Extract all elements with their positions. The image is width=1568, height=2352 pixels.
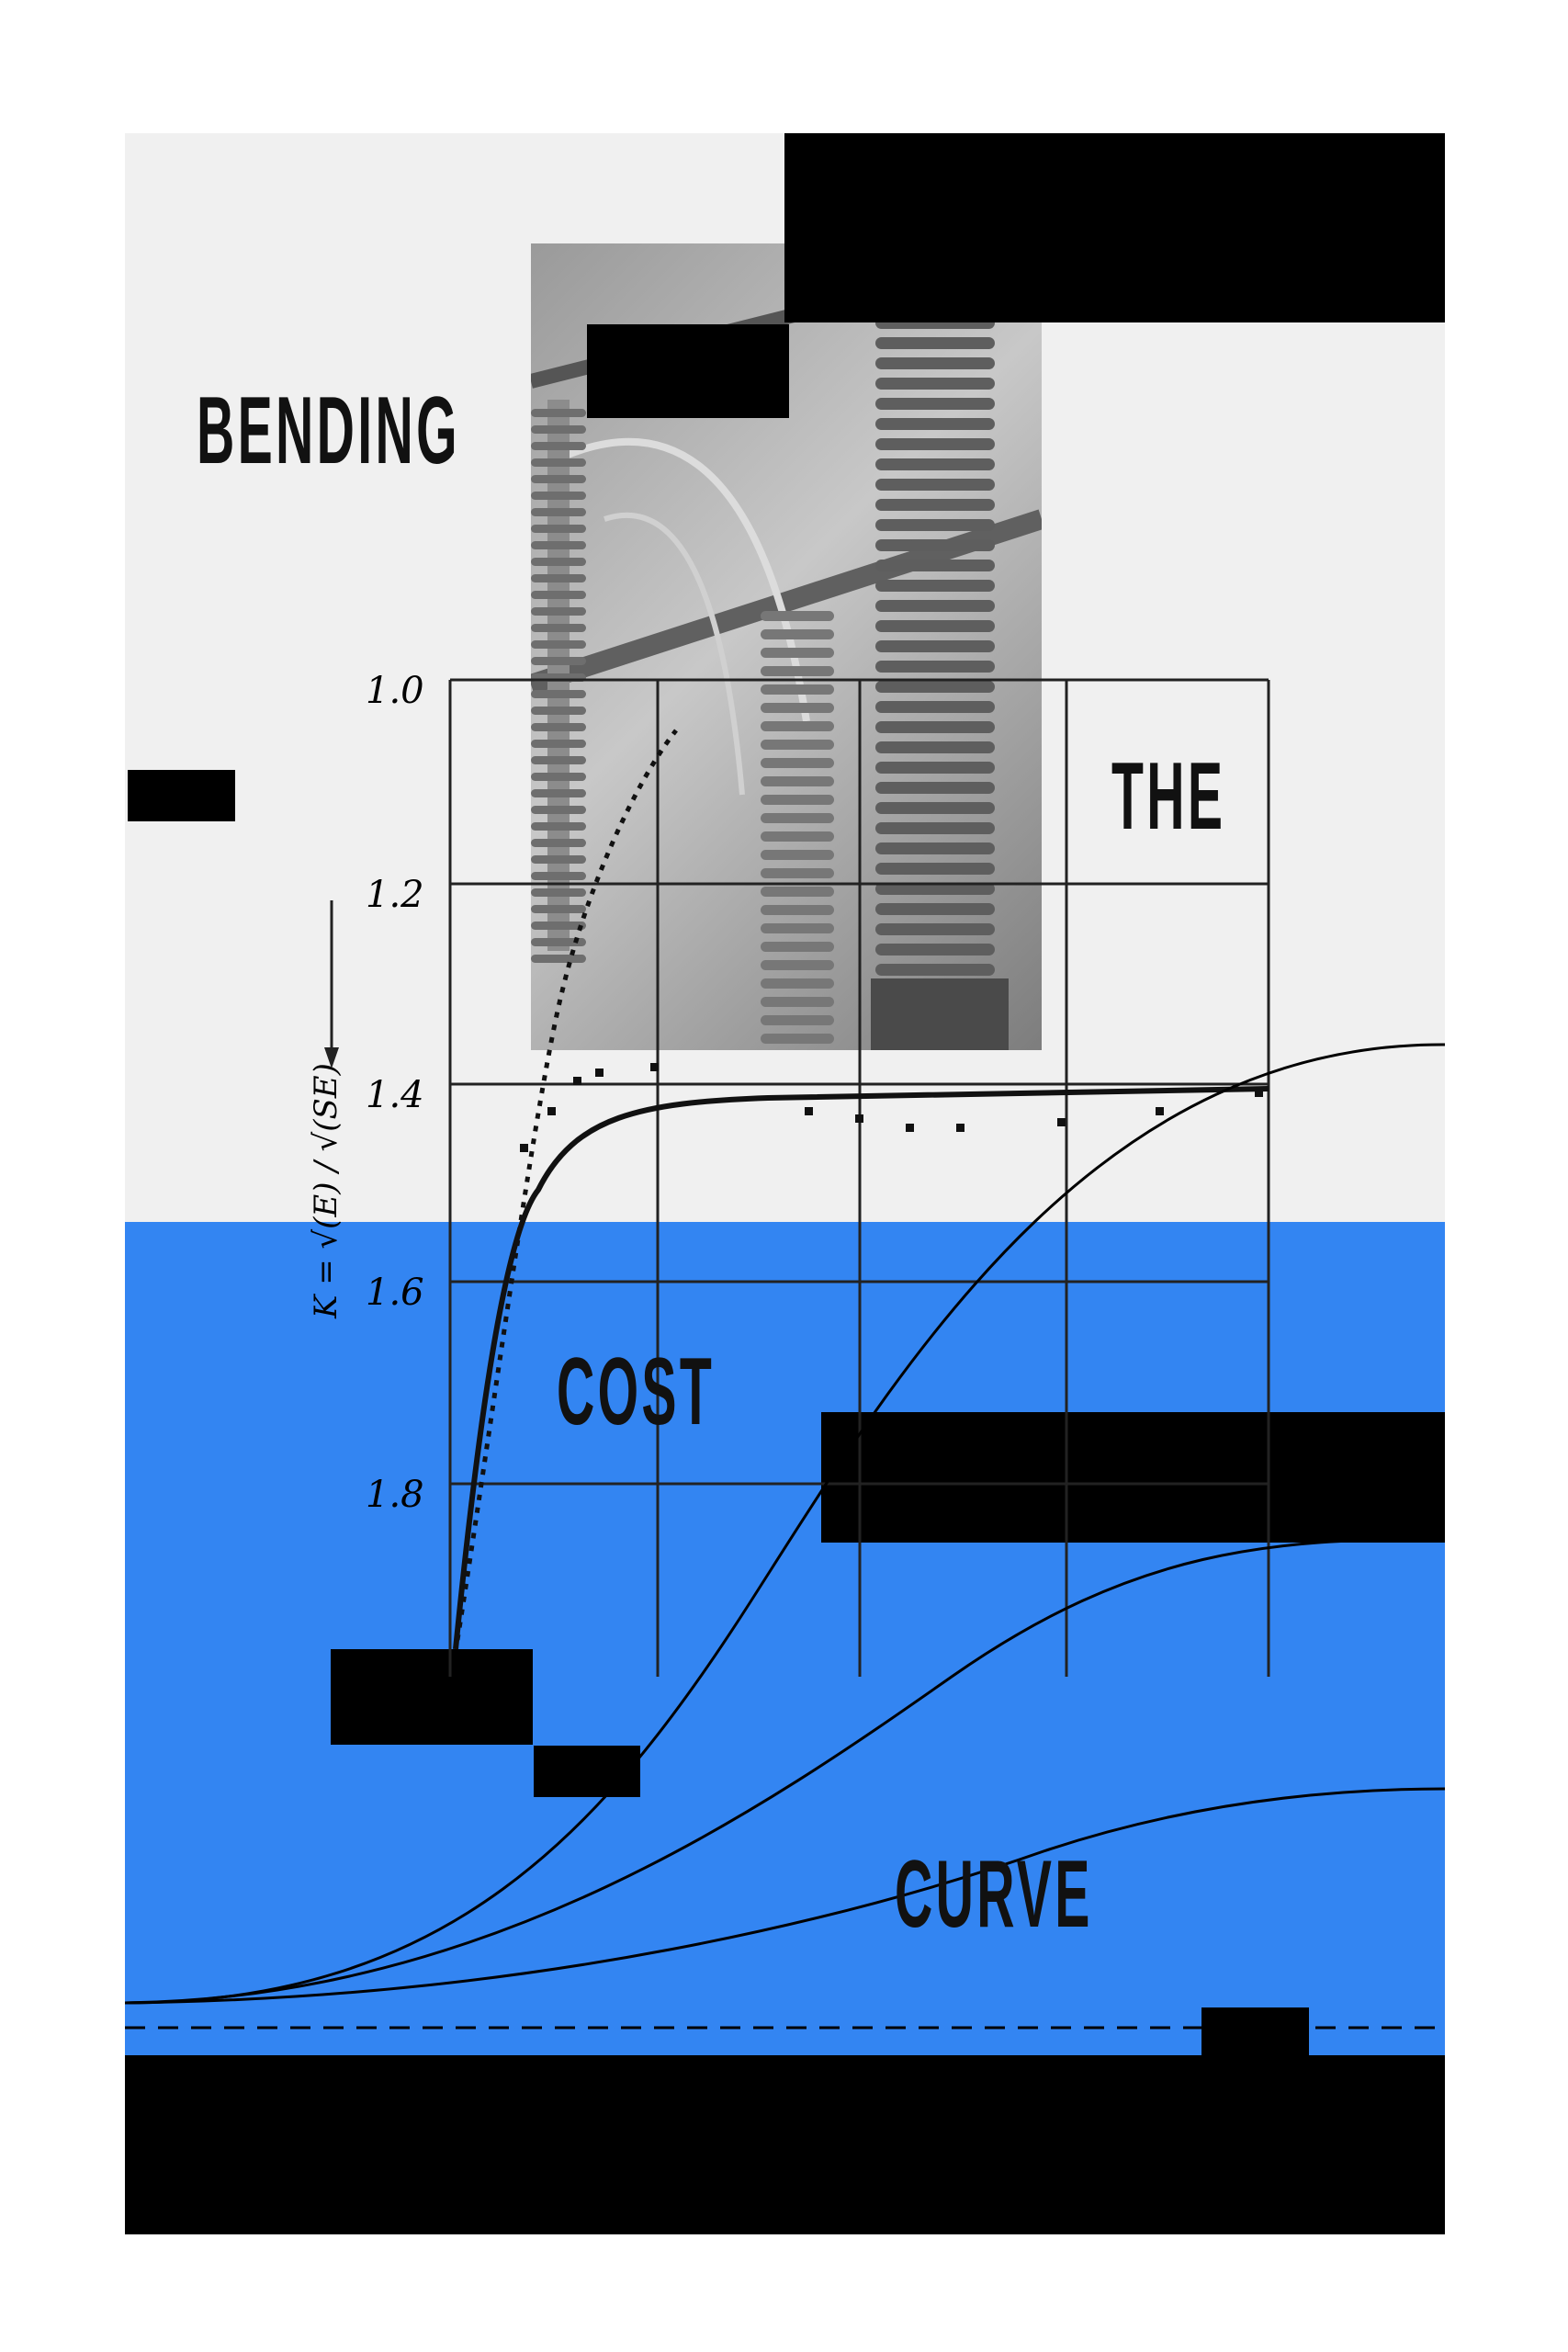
black-block: [125, 2055, 1445, 2234]
black-block: [784, 133, 1445, 322]
y-tick-label: 1.8: [366, 1474, 424, 1516]
black-block: [587, 324, 789, 418]
black-block: [821, 1412, 1445, 1543]
black-block: [1201, 2007, 1309, 2064]
title-word-curve: CURVE: [895, 1841, 1093, 1948]
graph-overlay: 1.0 1.2 1.4 1.6 1.8 K = √(E) / √(SE): [125, 670, 1445, 2030]
y-tick-label: 1.2: [366, 874, 424, 916]
y-tick-label: 1.0: [366, 670, 424, 712]
y-tick-label: 1.4: [366, 1074, 424, 1116]
y-axis-label: K = √(E) / √(SE): [308, 1063, 344, 1319]
title-word-the: THE: [1111, 743, 1226, 850]
black-block: [534, 1746, 640, 1797]
black-block: [128, 770, 235, 821]
y-tick-label: 1.6: [366, 1272, 424, 1314]
title-word-cost: COST: [557, 1339, 716, 1445]
poster: 1.0 1.2 1.4 1.6 1.8 K = √(E) / √(SE): [125, 133, 1445, 2234]
blue-field: [125, 1222, 1445, 2063]
black-block: [331, 1649, 533, 1745]
title-word-bending: BENDING: [197, 378, 460, 484]
